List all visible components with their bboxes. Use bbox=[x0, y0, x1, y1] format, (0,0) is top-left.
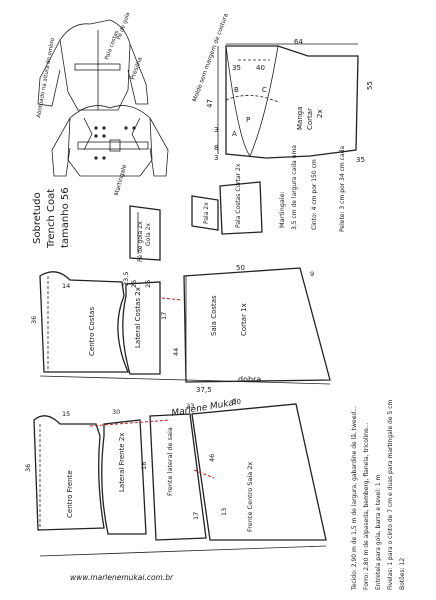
sleeve-left-height: 47 bbox=[206, 99, 214, 108]
back-dim-36: 36 bbox=[30, 316, 38, 324]
note-seamless: Molde sem margem de costura bbox=[191, 12, 230, 102]
note-buttons: Botões: 12 bbox=[399, 558, 406, 590]
front-dim-15: 15 bbox=[62, 410, 70, 418]
sleeve-cap-b: 40 bbox=[256, 64, 265, 72]
front-pieces bbox=[33, 403, 327, 541]
label-abotoado: Abotoado na altura do ombro bbox=[36, 37, 56, 118]
sleeve-top-width: 64 bbox=[294, 38, 303, 46]
front-skirt-label: Frente lateral de saia bbox=[166, 427, 174, 496]
back-lateral-label: Lateral Costas 2x bbox=[134, 287, 142, 348]
back-hem-width: 50 bbox=[236, 264, 245, 272]
sleeve-mark-3a: 3 bbox=[214, 154, 218, 162]
note-belt: Cinto: 4 cm por 150 cm bbox=[311, 159, 318, 230]
note-martingale: Martingale: bbox=[278, 191, 286, 228]
back-dim-17: 17 bbox=[160, 312, 168, 320]
back-dim-23: 23,5 bbox=[122, 272, 130, 286]
title-line-3: tamanho 56 bbox=[60, 187, 71, 248]
sleeve-piece bbox=[217, 43, 359, 159]
sleeve-right-height: 55 bbox=[366, 81, 374, 90]
sleeve-cut: Cortar bbox=[306, 108, 314, 130]
title-line-1: Sobretudo bbox=[32, 192, 43, 244]
back-dim-25a: 25 bbox=[130, 280, 138, 288]
note-fabric: Tecido: 2,90 m de 1,5 m de largura, gaba… bbox=[351, 406, 358, 591]
front-dim-30: 30 bbox=[112, 408, 120, 416]
front-facing-label: Frente Centro Saia 2x bbox=[246, 462, 254, 532]
label-presilha: Presilha bbox=[129, 56, 144, 81]
collar-pieces bbox=[129, 181, 263, 261]
sleeve-bottom-left: 35 bbox=[356, 156, 365, 164]
back-skirt-label: Saia Costas bbox=[210, 295, 218, 336]
front-hem-width: 50 bbox=[232, 398, 241, 406]
sleeve-mark-3b: 3 bbox=[214, 126, 218, 134]
front-dim-17: 17 bbox=[192, 512, 200, 520]
collar-stand-label: Pé de gola 2x bbox=[137, 221, 144, 262]
back-center-label: Centro Costas bbox=[88, 307, 96, 356]
signature: Marlene Mukai bbox=[171, 398, 238, 419]
sleeve-letter-p: P bbox=[246, 116, 250, 124]
label-pala-costas: Pala costas bbox=[104, 30, 120, 61]
title-line-2: Trench Coat bbox=[46, 189, 57, 249]
sleeve-cap-a: 35 bbox=[232, 64, 241, 72]
front-dim-46: 46 bbox=[208, 454, 216, 462]
pala-costas-label: Pala Costas Cortar 2x bbox=[235, 163, 242, 228]
front-dim-18: 18 bbox=[140, 462, 148, 470]
note-interfacing: Entretela para gola, barra e tevel: 1 m bbox=[375, 474, 382, 590]
front-center-label: Centro Frente bbox=[66, 470, 74, 518]
collar-label: Gola 2x bbox=[145, 223, 152, 246]
note-buckles: Fivelas: 1 para o cinto de 7 cm e duas p… bbox=[387, 400, 394, 590]
sleeve-letter-a: A bbox=[232, 130, 237, 138]
coat-sketch bbox=[37, 19, 169, 177]
sleeve-mark-8: 8 bbox=[214, 144, 218, 152]
sleeve-letter-b: B bbox=[234, 86, 239, 94]
front-dim-23: 23 bbox=[186, 402, 194, 410]
label-martingale: Martingale bbox=[113, 164, 128, 197]
back-dim-25b: 25 bbox=[144, 280, 152, 288]
note-martingale-detail: 3,5 cm de largura cada uma bbox=[291, 145, 298, 230]
sleeve-qty: 2x bbox=[316, 109, 324, 118]
note-lining: Forro: 2,80 m de alpaseda, bemberg, flan… bbox=[363, 422, 370, 590]
front-dim-13: 13 bbox=[220, 508, 228, 516]
back-dim-14: 14 bbox=[62, 282, 70, 290]
website: www.marlenemukai.com.br bbox=[70, 573, 174, 582]
note-tab: Pelete: 3 cm por 34 cm cada bbox=[339, 146, 346, 232]
front-dim-36: 36 bbox=[24, 464, 32, 472]
back-pieces bbox=[39, 267, 331, 385]
back-fold-label: dobra bbox=[238, 375, 261, 384]
sleeve-letter-c: C bbox=[262, 86, 267, 94]
pala-label: Pala 2x bbox=[203, 202, 210, 224]
back-cut-label: Cortar 1x bbox=[240, 303, 248, 336]
back-bottom-dim: 37,5 bbox=[196, 386, 212, 394]
sleeve-name: Manga bbox=[296, 107, 304, 131]
front-lateral-label: Lateral Frente 2x bbox=[118, 433, 126, 492]
back-dim-44: 44 bbox=[172, 348, 180, 356]
back-dim-9: 9 bbox=[310, 270, 314, 278]
